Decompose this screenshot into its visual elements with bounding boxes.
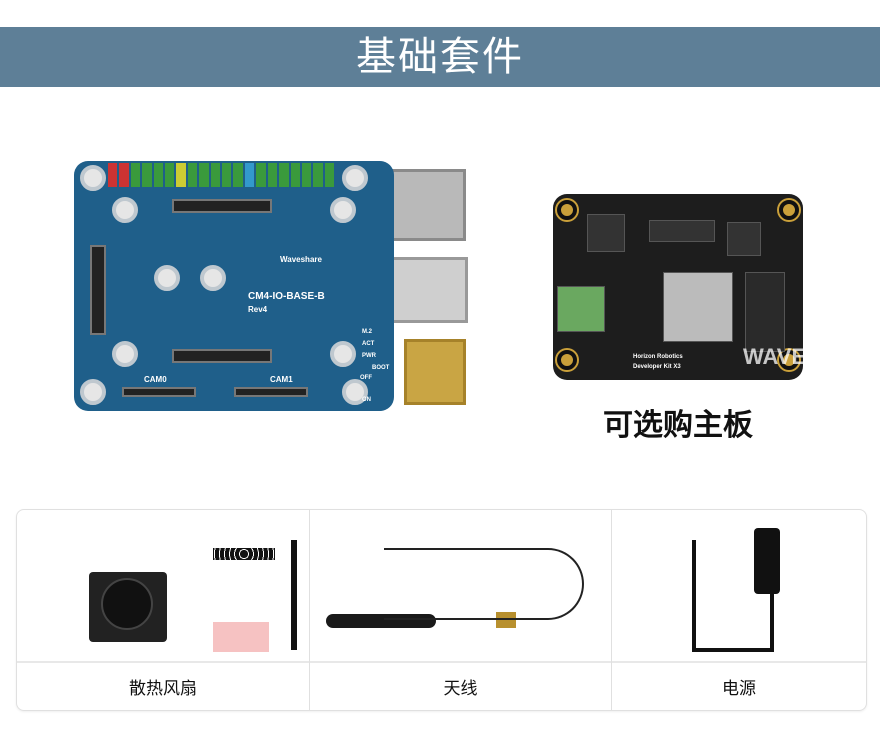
cam0-connector — [122, 387, 196, 397]
kit-label: Developer Kit X3 — [633, 364, 681, 370]
display-connector — [90, 245, 106, 335]
model-label: CM4-IO-BASE-B — [248, 291, 325, 302]
developer-kit-x3-board-image: Horizon Robotics Developer Kit X3 WAVESH… — [553, 194, 880, 380]
accessory-cell: 电源 — [612, 510, 866, 710]
led-label: M.2 — [362, 329, 373, 335]
gpio-header — [108, 163, 335, 187]
accessory-label: 散热风扇 — [129, 679, 197, 699]
usb-port — [382, 257, 468, 323]
cm4-io-base-board-image: Waveshare CM4-IO-BASE-B Rev4 CAM0 CAM1 M… — [74, 161, 470, 411]
accessories-table: 散热风扇 天线 电源 — [16, 509, 867, 711]
led-label: PWR — [362, 353, 376, 359]
accessory-cell: 散热风扇 — [17, 510, 310, 710]
cooling-fan-kit-icon — [17, 510, 309, 663]
brand-label: Waveshare — [280, 255, 322, 264]
hdmi-label: HDMI0 — [414, 325, 439, 334]
cam1-connector — [234, 387, 308, 397]
power-adapter-icon — [612, 510, 866, 663]
pcb: Waveshare CM4-IO-BASE-B Rev4 CAM0 CAM1 M… — [74, 161, 394, 411]
antenna-icon — [310, 510, 611, 663]
watermark: WAVESHARE — [743, 344, 880, 369]
accessory-label: 电源 — [722, 679, 756, 699]
switch-off-label: OFF — [360, 375, 372, 381]
cam1-label: CAM1 — [270, 375, 293, 384]
optional-board-caption: 可选购主板 — [603, 408, 753, 443]
rev-label: Rev4 — [248, 305, 268, 314]
hdmi-port — [404, 339, 466, 405]
cm4-connector — [172, 199, 272, 213]
banner-title: 基础套件 — [356, 34, 524, 80]
cam0-label: CAM0 — [144, 375, 167, 384]
horizon-brand-label: Horizon Robotics — [633, 354, 683, 360]
accessory-label: 天线 — [443, 679, 478, 699]
usb-label: USB 1/2 — [420, 245, 451, 254]
accessory-cell: 天线 — [310, 510, 612, 710]
cm4-connector — [172, 349, 272, 363]
led-label: BOOT — [372, 365, 390, 371]
section-banner: 基础套件 — [0, 27, 880, 87]
ethernet-label: ETHERNET — [408, 161, 452, 170]
led-label: ACT — [362, 341, 375, 347]
switch-on-label: ON — [362, 397, 371, 403]
